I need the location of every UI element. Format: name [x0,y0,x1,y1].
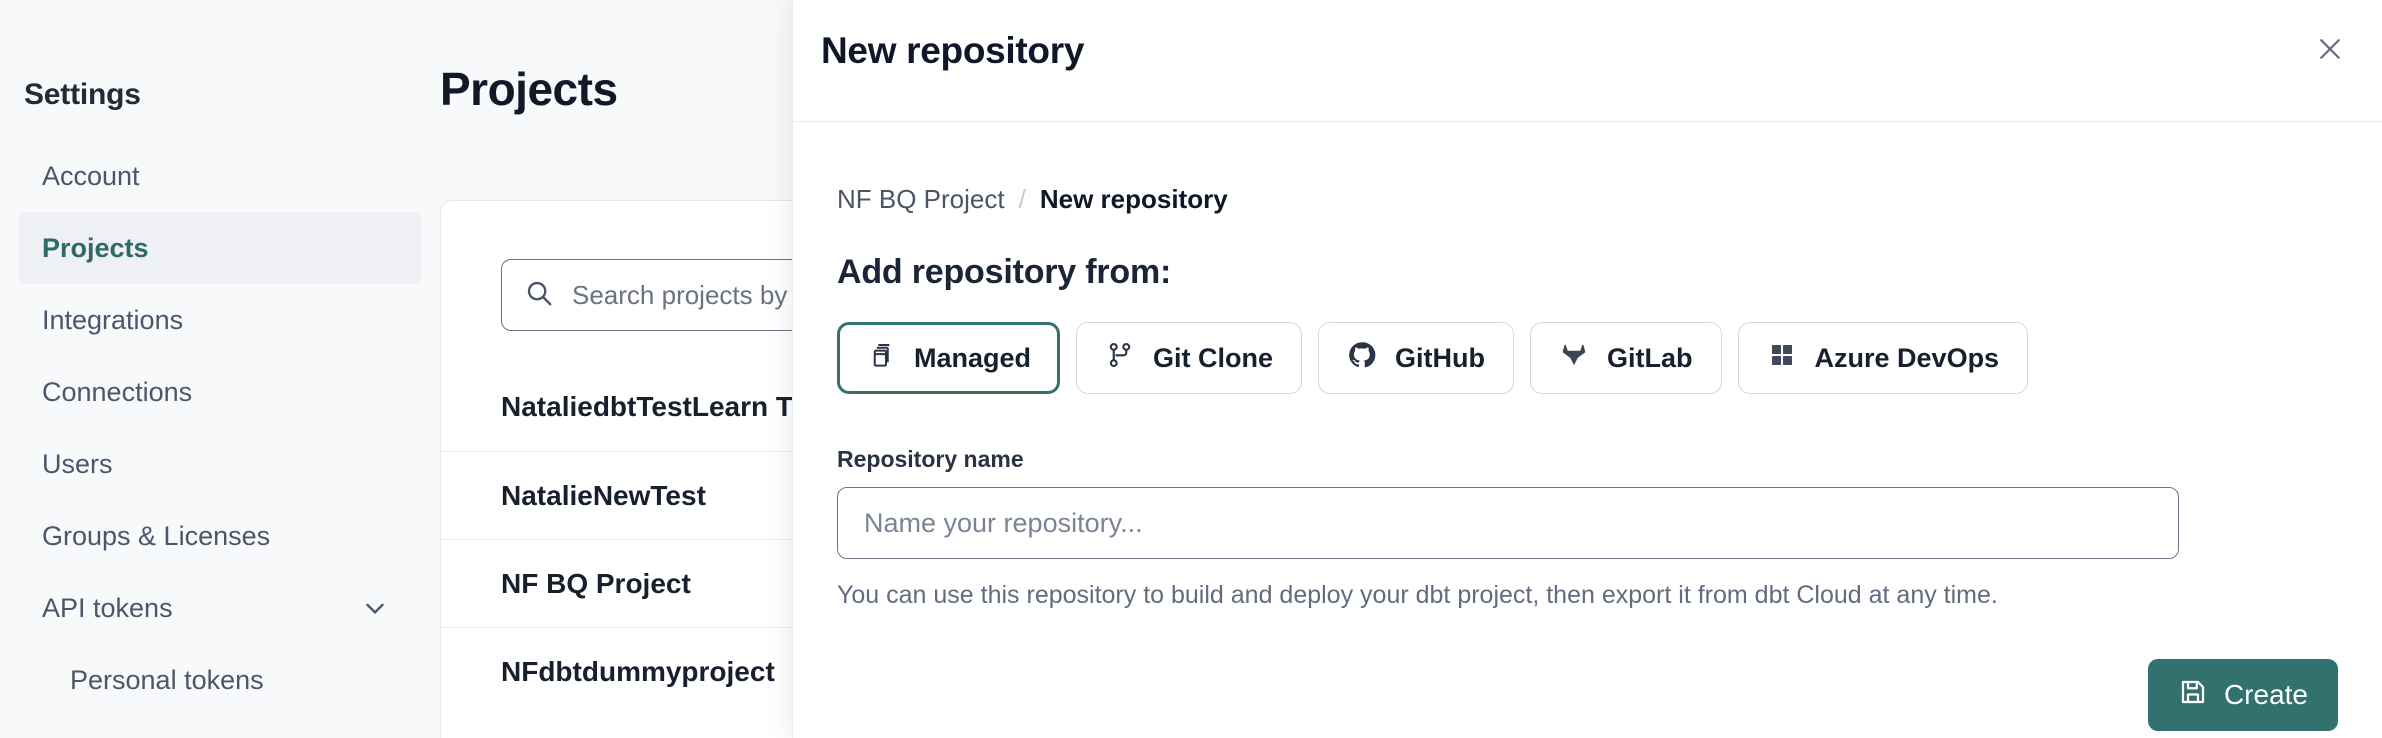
breadcrumb-separator: / [1018,184,1026,214]
save-icon [2178,677,2208,714]
repository-source-label: GitHub [1395,342,1486,373]
project-name: NF BQ Project [501,567,691,599]
repository-source-azure-devops[interactable]: Azure DevOps [1737,322,2029,394]
breadcrumb-current: New repository [1039,184,1228,214]
azure-devops-icon [1767,340,1797,377]
repository-help-text: You can use this repository to build and… [837,581,1998,609]
sidebar-item-label: Users [42,448,113,479]
sidebar-item-personal-tokens[interactable]: Personal tokens [18,644,422,716]
create-repository-button[interactable]: Create [2147,659,2338,731]
sidebar-item-label: Connections [42,376,193,407]
panel-title: New repository [821,30,1085,71]
add-repository-from-heading: Add repository from: [837,253,1172,291]
repository-source-label: Git Clone [1153,342,1274,373]
panel-header: New repository [793,0,2382,122]
project-name: NataliedbtTestLearn T [501,391,793,422]
repository-name-label: Repository name [837,446,1024,472]
sidebar-item-label: Groups & Licenses [42,520,271,551]
repository-source-label: Azure DevOps [1814,342,2000,373]
sidebar-item-label: API tokens [42,592,173,623]
breadcrumb: NF BQ Project / New repository [837,184,2338,215]
sidebar-item-account[interactable]: Account [18,140,422,212]
create-button-label: Create [2223,679,2308,710]
project-name: NatalieNewTest [501,479,706,511]
sidebar-title: Settings [24,78,141,111]
sidebar-item-label: Personal tokens [70,664,264,695]
project-row[interactable]: NataliedbtTestLearn T [441,363,2039,451]
sidebar-item-integrations[interactable]: Integrations [18,284,422,356]
sidebar-item-label: Account [42,160,140,191]
sidebar-item-connections[interactable]: Connections [18,356,422,428]
sidebar-item-label: Projects [42,232,149,263]
repository-source-options: Managed Git Clone GitHub GitLab Azure DevOps [837,322,2338,394]
repository-source-managed[interactable]: Managed [837,322,1061,394]
new-repository-panel: New repository NF BQ Project / New repos… [792,0,2382,738]
github-icon [1347,340,1377,377]
repository-source-github[interactable]: GitHub [1318,322,1515,394]
close-panel-button[interactable] [2302,22,2358,78]
sidebar-item-label: Integrations [42,304,184,335]
gitlab-icon [1559,340,1589,377]
close-icon [2315,34,2345,67]
repository-source-label: Managed [914,342,1032,373]
repository-source-git-clone[interactable]: Git Clone [1076,322,1303,394]
git-branch-icon [1105,340,1135,377]
sidebar-item-projects[interactable]: Projects [18,212,422,284]
sidebar-item-groups-licenses[interactable]: Groups & Licenses [18,500,422,572]
breadcrumb-parent-link[interactable]: NF BQ Project [837,184,1005,214]
database-icon [866,340,896,377]
project-name: NFdbtdummyproject [501,655,775,687]
panel-body: NF BQ Project / New repository Add repos… [793,184,2382,731]
search-icon [524,278,554,313]
chevron-down-icon[interactable] [360,593,390,623]
repository-source-gitlab[interactable]: GitLab [1530,322,1722,394]
page-title: Projects [440,63,618,115]
sidebar-item-api-tokens[interactable]: API tokens [18,572,422,644]
repository-source-label: GitLab [1607,342,1693,373]
repository-name-input[interactable] [837,487,2179,559]
sidebar-item-users[interactable]: Users [18,428,422,500]
